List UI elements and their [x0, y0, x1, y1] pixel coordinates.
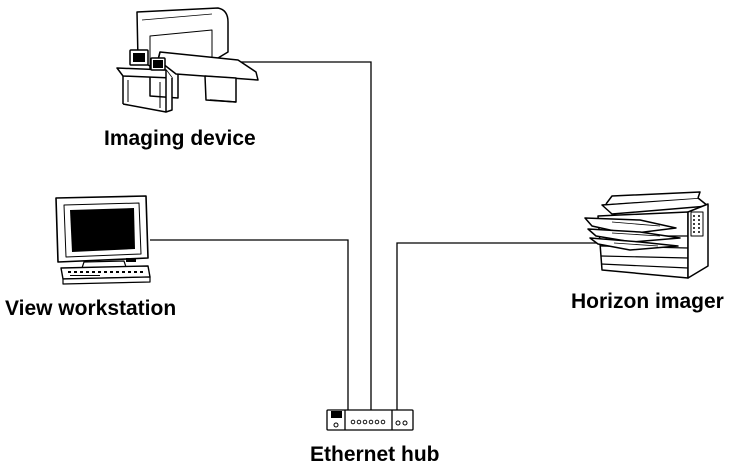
imaging-device-label: Imaging device: [104, 127, 256, 150]
network-hub-icon: [326, 409, 414, 431]
connection-imaging-device-to-hub: [238, 61, 372, 410]
printer-imager-icon: [584, 191, 709, 279]
connection-view-workstation-to-hub: [150, 239, 349, 410]
mri-scanner-icon: [116, 7, 259, 113]
computer-workstation-icon: [55, 195, 151, 285]
horizon-imager-label: Horizon imager: [571, 290, 724, 313]
view-workstation-label: View workstation: [5, 297, 177, 320]
connection-horizon-imager-to-hub: [396, 242, 598, 410]
ethernet-hub-label: Ethernet hub: [310, 443, 440, 466]
